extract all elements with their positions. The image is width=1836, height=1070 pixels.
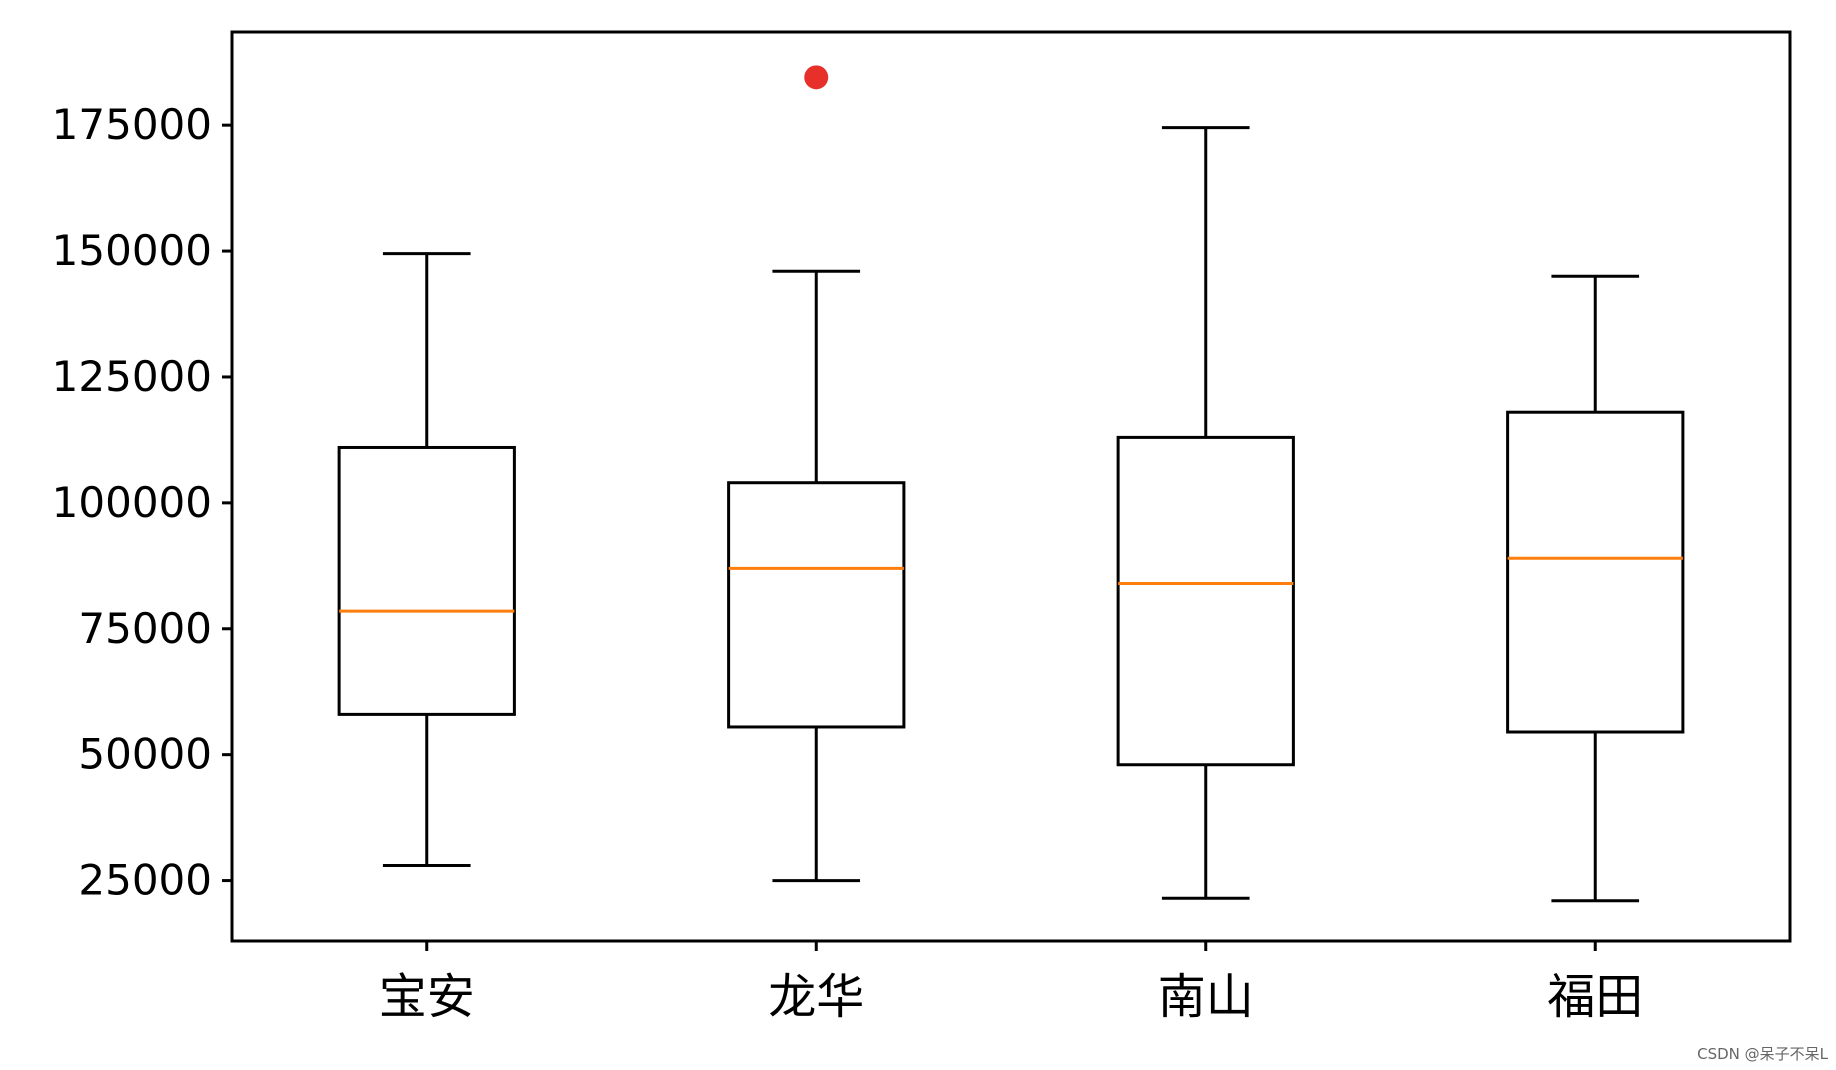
x-tick-label: 福田	[1547, 969, 1643, 1025]
x-axis: 宝安 龙华 南山 福田	[379, 941, 1643, 1025]
y-axis: 25000 50000 75000 100000 125000 150000 175000	[52, 100, 232, 905]
y-tick-label: 175000	[52, 100, 212, 149]
chart-marks	[337, 65, 1685, 903]
y-tick-label: 100000	[52, 478, 212, 527]
x-tick-label: 南山	[1158, 969, 1254, 1025]
x-tick-label: 宝安	[379, 969, 475, 1025]
y-tick-label: 150000	[52, 226, 212, 275]
plot-frame	[230, 30, 1792, 943]
y-tick-label: 50000	[78, 730, 212, 779]
box-group-4	[1506, 274, 1685, 903]
box-iqr	[727, 481, 906, 729]
box-iqr	[1506, 410, 1685, 734]
y-tick-label: 75000	[78, 604, 212, 653]
box-iqr	[1116, 435, 1295, 767]
y-tick-label: 125000	[52, 352, 212, 401]
box-iqr	[337, 445, 516, 716]
box-group-1	[337, 252, 516, 867]
outlier-point	[804, 65, 829, 90]
y-tick-label: 25000	[78, 856, 212, 905]
box-group-3	[1116, 126, 1295, 900]
watermark: CSDN @呆子不呆L	[1697, 1045, 1828, 1063]
x-tick-label: 龙华	[768, 969, 864, 1025]
box-group-2	[727, 65, 906, 883]
